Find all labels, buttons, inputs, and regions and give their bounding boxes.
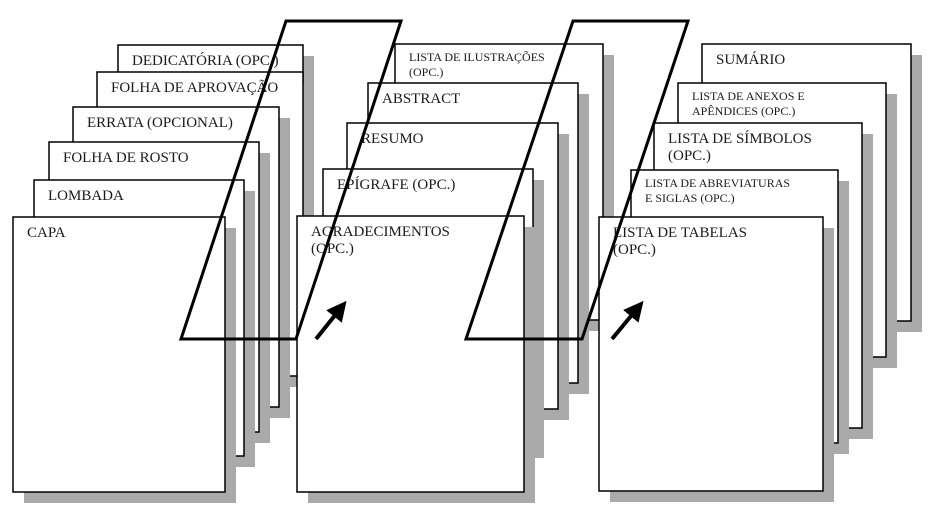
page-label: LOMBADA [48, 188, 124, 204]
page-label-line2: (OPC.) [409, 65, 443, 79]
page-label: EPÍGRAFE (OPC.) [337, 176, 455, 193]
page-label: LISTA DE TABELAS [613, 225, 747, 241]
page-rect [296, 215, 525, 493]
page-label: LISTA DE ABREVIATURAS [645, 176, 790, 190]
page-label: RESUMO [361, 131, 424, 147]
page-label: FOLHA DE ROSTO [63, 150, 189, 166]
page-sheet: CAPA [12, 216, 236, 503]
page-stack-2: LISTA DE ILUSTRAÇÕES(OPC.)ABSTRACTRESUMO… [296, 43, 614, 503]
page-label: CAPA [27, 225, 66, 241]
page-sheet: AGRADECIMENTOS(OPC.) [296, 215, 535, 503]
page-stack-1: DEDICATÓRIA (OPC.) FOLHA DE APROVAÇÃO ERRA… [12, 44, 314, 503]
page-label-line2: APÊNDICES (OPC.) [692, 104, 795, 118]
page-label: LISTA DE ILUSTRAÇÕES [409, 50, 545, 64]
page-label: LISTA DE ANEXOS E [692, 89, 805, 103]
flow-parallelogram [463, 19, 691, 341]
page-label: FOLHA DE APROVAÇÃO [111, 80, 278, 96]
page-label-line2: (OPC.) [311, 241, 354, 257]
page-rect [12, 216, 226, 493]
flow-arrow [610, 300, 644, 341]
connector-2-to-3 [463, 19, 691, 341]
page-label: AGRADECIMENTOS [311, 224, 450, 240]
page-label-line2: (OPC.) [613, 242, 656, 258]
connector-1-to-2 [178, 19, 404, 341]
page-label: ERRATA (OPCIONAL) [87, 115, 233, 131]
page-label: SUMÁRIO [716, 51, 785, 68]
page-label-line2: (OPC.) [668, 148, 711, 164]
page-label-line2: E SIGLAS (OPC.) [645, 191, 735, 205]
page-label: DEDICATÓRIA (OPC.) [132, 52, 279, 69]
page-sheet: LISTA DE TABELAS(OPC.) [598, 216, 834, 502]
page-rect [598, 216, 824, 492]
page-label: LISTA DE SÍMBOLOS [668, 130, 812, 147]
flow-parallelogram [178, 19, 404, 341]
flow-arrow [314, 300, 347, 341]
page-label: ABSTRACT [382, 91, 460, 107]
